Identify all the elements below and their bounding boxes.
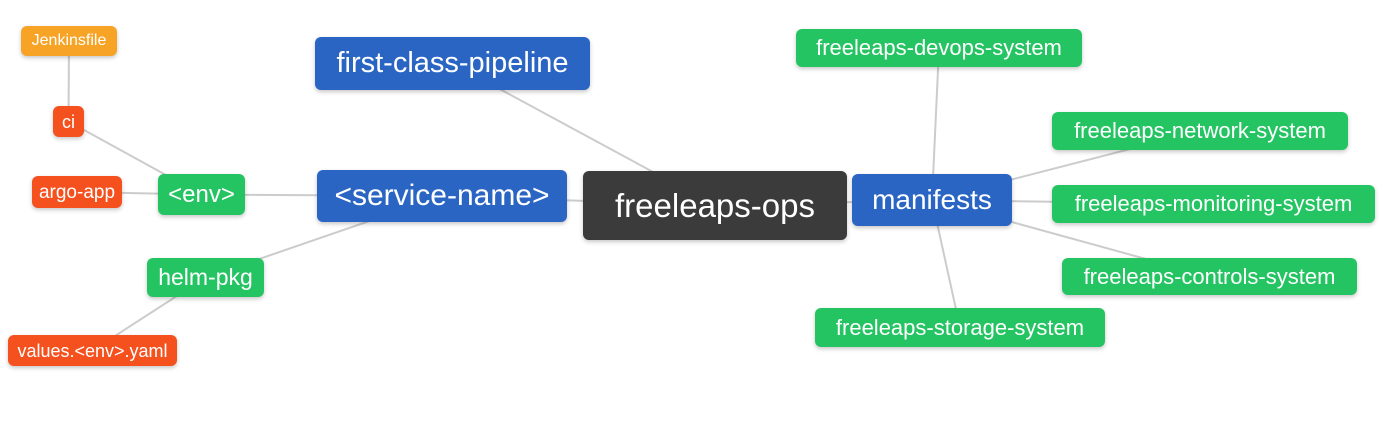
node-ci[interactable]: ci: [53, 106, 84, 137]
node-label-jenkinsfile: Jenkinsfile: [31, 32, 107, 49]
node-label-devops-system: freeleaps-devops-system: [816, 35, 1062, 60]
node-jenkinsfile[interactable]: Jenkinsfile: [21, 26, 117, 56]
node-label-network-system: freeleaps-network-system: [1074, 118, 1326, 143]
node-devops-system[interactable]: freeleaps-devops-system: [796, 29, 1082, 67]
node-label-argo-app: argo-app: [38, 181, 116, 203]
node-label-env: <env>: [168, 180, 235, 208]
node-label-ci: ci: [62, 111, 75, 132]
node-freeleaps-ops[interactable]: freeleaps-ops: [583, 171, 847, 240]
node-storage-system[interactable]: freeleaps-storage-system: [815, 308, 1105, 347]
node-label-values-env-yaml: values.<env>.yaml: [17, 340, 168, 361]
node-first-class-pipeline[interactable]: first-class-pipeline: [315, 37, 590, 90]
node-controls-system[interactable]: freeleaps-controls-system: [1062, 258, 1357, 295]
node-helm-pkg[interactable]: helm-pkg: [147, 258, 264, 297]
node-network-system[interactable]: freeleaps-network-system: [1052, 112, 1348, 150]
node-label-freeleaps-ops: freeleaps-ops: [615, 187, 815, 224]
node-service-name[interactable]: <service-name>: [317, 170, 567, 222]
node-label-helm-pkg: helm-pkg: [158, 264, 253, 290]
node-label-first-class-pipeline: first-class-pipeline: [336, 47, 569, 79]
node-env[interactable]: <env>: [158, 174, 245, 215]
node-values-env-yaml[interactable]: values.<env>.yaml: [8, 335, 177, 366]
node-label-storage-system: freeleaps-storage-system: [835, 314, 1085, 340]
node-label-service-name: <service-name>: [334, 179, 550, 212]
node-argo-app[interactable]: argo-app: [32, 176, 122, 208]
node-manifests[interactable]: manifests: [852, 174, 1012, 226]
node-label-manifests: manifests: [872, 184, 992, 215]
node-label-controls-system: freeleaps-controls-system: [1083, 263, 1336, 289]
node-monitoring-system[interactable]: freeleaps-monitoring-system: [1052, 185, 1375, 223]
node-label-monitoring-system: freeleaps-monitoring-system: [1074, 191, 1353, 216]
